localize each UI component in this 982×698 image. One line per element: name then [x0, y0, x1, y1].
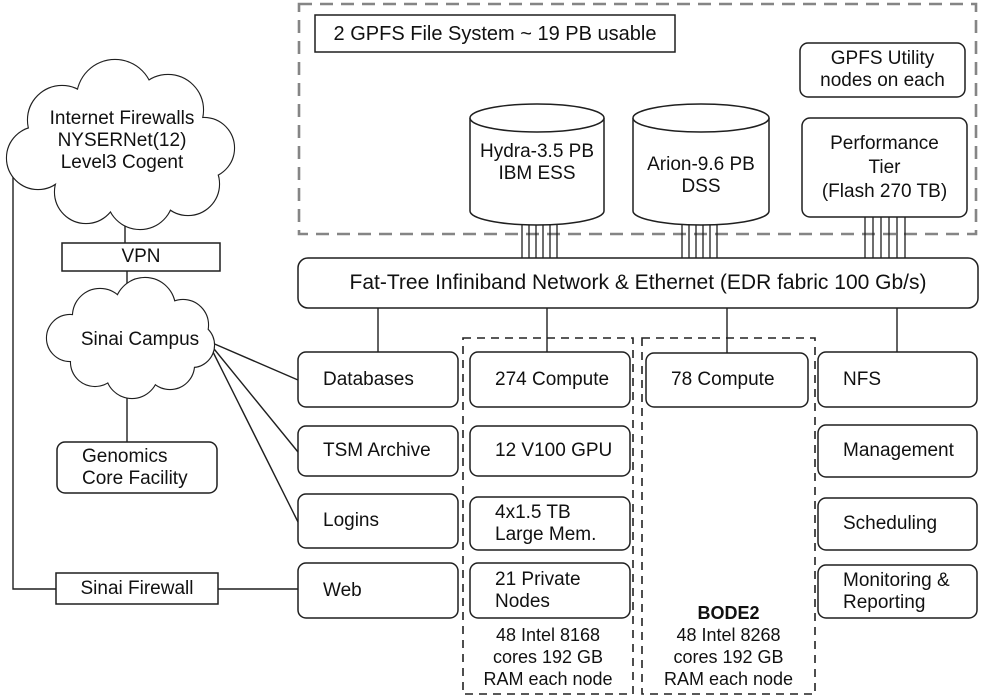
service-box-tsm-archive — [297, 425, 459, 477]
private-nodes-label: 21 Private Nodes — [495, 568, 581, 612]
genomics-label: Genomics Core Facility — [82, 445, 188, 489]
compute-box-274 — [469, 351, 631, 408]
service-box-web — [297, 562, 459, 619]
arion-storage-cylinder-icon — [632, 103, 770, 226]
bode2-dashed-border — [641, 337, 816, 695]
vpn-label: VPN — [121, 246, 161, 267]
connector-lines — [12, 150, 898, 590]
hydra-label: Hydra-3.5 PB IBM ESS — [479, 141, 595, 184]
tsm-archive-label: TSM Archive — [323, 440, 431, 461]
compute-78-label: 78 Compute — [671, 369, 775, 390]
gpfs-region-dashed-border — [297, 2, 978, 236]
service-box-databases — [297, 351, 459, 408]
gpfs-utility-note-box — [799, 42, 966, 98]
databases-label: Databases — [323, 368, 414, 390]
web-label: Web — [323, 579, 362, 601]
monitoring-reporting-label: Monitoring & Reporting — [843, 569, 950, 613]
management-label: Management — [843, 440, 954, 461]
genomics-box — [56, 441, 218, 494]
bode2-footer: 48 Intel 8268 cores 192 GB RAM each node — [663, 625, 794, 689]
hydra-storage-cylinder-icon — [469, 103, 605, 226]
arion-label: Arion-9.6 PB DSS — [647, 154, 755, 197]
nfs-label: NFS — [843, 368, 881, 390]
service-box-nfs — [817, 351, 978, 408]
compute-box-private-nodes — [469, 562, 631, 619]
compute-274-label: 274 Compute — [495, 368, 610, 390]
compute-box-large-mem — [469, 496, 631, 551]
compute-cluster-footer: 48 Intel 8168 cores 192 GB RAM each node — [483, 625, 613, 689]
network-backbone-label: Fat-Tree Infiniband Network & Ethernet (… — [349, 271, 927, 294]
compute-box-gpu — [469, 425, 631, 477]
performance-tier-box — [801, 117, 968, 218]
logins-label: Logins — [323, 510, 379, 531]
compute-cluster-dashed-border — [462, 337, 634, 695]
network-backbone-box — [297, 257, 979, 309]
large-mem-label: 4x1.5 TB Large Mem. — [495, 501, 597, 545]
service-box-logins — [297, 493, 459, 549]
performance-tier-link-bundle — [864, 217, 906, 258]
service-box-management — [817, 424, 978, 478]
performance-tier-label: Performance Tier (Flash 270 TB) — [821, 132, 948, 202]
bode2-box-78-compute — [645, 352, 809, 408]
service-box-monitoring — [817, 564, 978, 619]
sinai-firewall-label: Sinai Firewall — [80, 577, 194, 599]
gpu-nodes-label: 12 V100 GPU — [495, 440, 613, 461]
scheduling-label: Scheduling — [843, 513, 938, 534]
service-box-scheduling — [817, 497, 978, 551]
gpfs-banner-box — [314, 14, 676, 53]
sinai-firewall-box — [55, 572, 219, 605]
gpfs-banner-label: 2 GPFS File System ~ 19 PB usable — [333, 22, 657, 45]
internet-cloud-label: Internet Firewalls NYSERNet(12) Level3 C… — [49, 108, 195, 173]
vpn-box — [61, 242, 221, 272]
sinai-campus-label: Sinai Campus — [80, 329, 200, 350]
bode2-title: BODE2 — [697, 603, 760, 623]
gpfs-utility-note-label: GPFS Utility nodes on each — [820, 48, 945, 91]
